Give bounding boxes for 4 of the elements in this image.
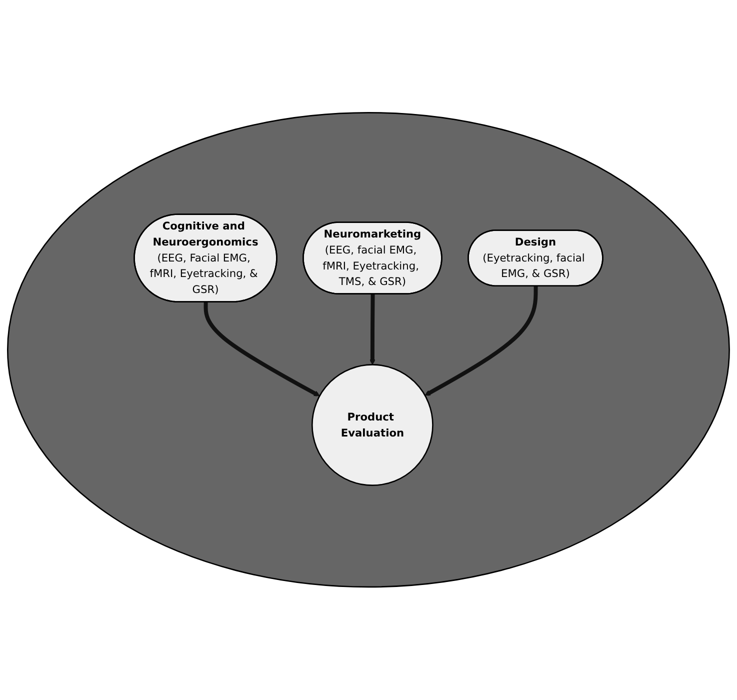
node-circle: Product Evaluation xyxy=(312,364,434,486)
arrow xyxy=(204,302,320,397)
arrow xyxy=(424,286,538,396)
arrow xyxy=(370,294,376,366)
